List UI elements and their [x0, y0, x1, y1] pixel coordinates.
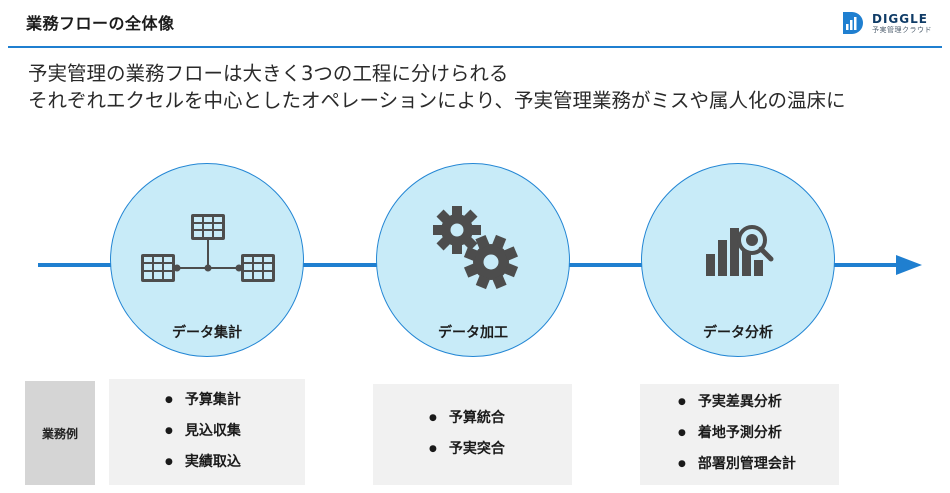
flow-arrow-icon	[896, 255, 922, 275]
examples-box-processing: 予算統合 予実突合	[373, 384, 572, 485]
spreadsheet-network-icon	[141, 214, 275, 282]
flow-step-label: データ分析	[703, 325, 773, 341]
example-item: 着地予測分析	[678, 419, 839, 450]
logo-name: DIGGLE	[872, 11, 928, 26]
examples-box-analysis: 予実差異分析 着地予測分析 部署別管理会計	[640, 384, 839, 485]
flow-step-label: データ加工	[438, 325, 508, 341]
flow-step-label: データ集計	[172, 325, 242, 341]
example-item: 部署別管理会計	[678, 450, 839, 481]
diggle-logo-icon	[843, 12, 863, 34]
page-title: 業務フローの全体像	[26, 14, 175, 33]
diggle-logo: DIGGLE 予実管理クラウド	[840, 8, 932, 38]
logo-subtitle: 予実管理クラウド	[872, 25, 932, 34]
lead-line-1: 予実管理の業務フローは大きく3つの工程に分けられる	[28, 62, 509, 85]
lead-text: 予実管理の業務フローは大きく3つの工程に分けられる それぞれエクセルを中心とした…	[28, 60, 845, 114]
example-list: 予算統合 予実突合	[429, 404, 572, 466]
example-item: 予実突合	[429, 435, 572, 466]
examples-box-aggregation: 予算集計 見込収集 実績取込	[109, 379, 305, 485]
example-item: 予実差異分析	[678, 388, 839, 419]
example-item: 予算集計	[165, 386, 305, 417]
gears-icon	[433, 206, 519, 290]
flow-step-data-aggregation: データ集計	[110, 163, 304, 357]
example-item: 実績取込	[165, 448, 305, 479]
example-list: 予実差異分析 着地予測分析 部署別管理会計	[678, 388, 839, 481]
examples-side-label: 業務例	[25, 381, 95, 485]
example-list: 予算集計 見込収集 実績取込	[165, 386, 305, 479]
flow-step-data-processing: データ加工	[376, 163, 570, 357]
title-divider	[8, 46, 942, 48]
lead-line-2: それぞれエクセルを中心としたオペレーションにより、予実管理業務がミスや属人化の温…	[28, 89, 846, 112]
flow-step-data-analysis: データ分析	[641, 163, 835, 357]
example-item: 見込収集	[165, 417, 305, 448]
bar-chart-magnifier-icon	[706, 225, 774, 276]
example-item: 予算統合	[429, 404, 572, 435]
